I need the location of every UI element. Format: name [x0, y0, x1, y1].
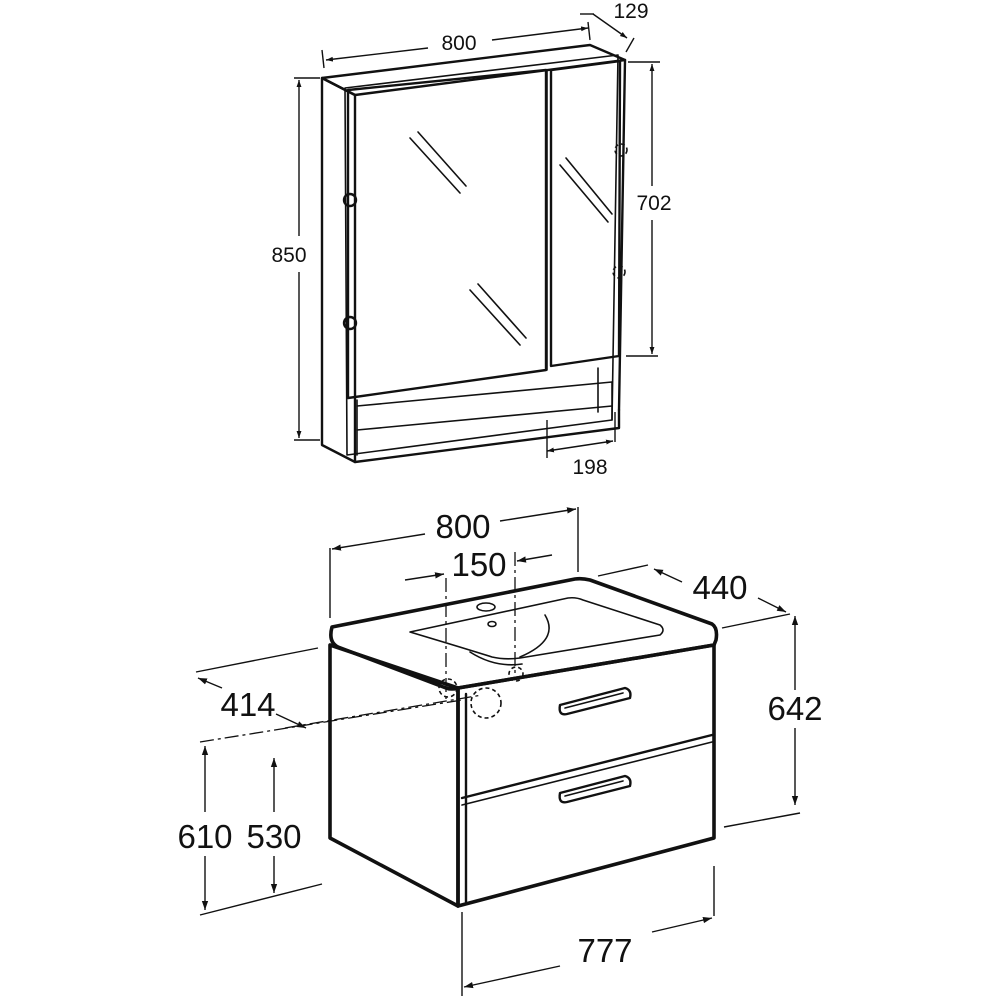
shelf-top-edge: [356, 381, 613, 407]
dim-waste-height: 414: [220, 686, 275, 723]
ext-line: [625, 37, 635, 53]
dim-vanity-depth: 440: [692, 569, 747, 606]
dim-vanity-width: 800: [435, 508, 490, 545]
bowl-inner: [469, 651, 523, 666]
dim-line-cabinet-width: [651, 916, 713, 933]
basin-top: [329, 576, 719, 691]
cabinet-front-frame: [320, 76, 357, 464]
ext-line: [199, 883, 323, 916]
cabinet-front: [456, 643, 716, 908]
vanity-unit-dimensions: 800 150 440 642 414 610 530: [177, 507, 823, 996]
waste-circle-left: [438, 678, 458, 698]
vanity-unit: [199, 552, 719, 908]
mirror-cabinet-dimensions: 800 129 850 702 198: [271, 0, 671, 479]
cabinet-bottom-edge: [353, 408, 621, 464]
drawer-split: [460, 733, 714, 800]
centre-line-mount: [199, 699, 463, 743]
bowl-curve: [519, 614, 550, 658]
mirror-cabinet: [320, 43, 628, 464]
ext-line: [723, 812, 801, 828]
dim-line-waste: [197, 677, 223, 689]
dim-line-shelf: [546, 439, 614, 453]
drawer-handle-bottom: [558, 774, 632, 804]
dim-line-depth: [653, 568, 683, 583]
centre-line-horizontal: [284, 694, 483, 729]
shelf-back-edge: [356, 405, 613, 431]
dim-line-width: [499, 507, 577, 522]
dim-line-tap: [404, 572, 445, 581]
hinge-marks: [342, 143, 628, 331]
dim-line-depth: [592, 13, 628, 39]
basin-bowl: [409, 596, 664, 660]
ext-line: [587, 21, 591, 41]
ext-line: [597, 564, 649, 577]
dim-line-cabinet-width: [463, 965, 561, 989]
dim-cabinet-depth: 129: [613, 0, 648, 23]
dim-cabinet-width: 777: [577, 932, 632, 969]
overflow-hole: [487, 620, 497, 628]
mirror-door-right: [549, 59, 622, 368]
dim-mount-610: 610: [177, 818, 232, 855]
waste-circle-centre: [470, 687, 502, 719]
dim-mount-530: 530: [246, 818, 301, 855]
tap-hole: [476, 602, 496, 612]
dim-line-width: [491, 26, 589, 41]
dim-door-height: 702: [636, 192, 671, 215]
dim-shelf-depth: 198: [572, 456, 607, 479]
ext-line: [321, 49, 325, 69]
dim-tap-offset: 150: [451, 546, 506, 583]
dim-line-waste: [275, 713, 307, 729]
dim-line-tap: [516, 554, 553, 563]
dim-cabinet-height: 850: [271, 244, 306, 267]
dim-cabinet-width: 800: [441, 32, 476, 55]
mirror-reflection-marks: [409, 131, 613, 346]
dim-line-depth: [757, 597, 787, 613]
waste-circle-right: [508, 666, 524, 682]
drawer-split-shadow: [461, 741, 713, 806]
drawer-handle-top: [558, 686, 632, 716]
ext-line: [721, 613, 791, 629]
ext-line: [195, 647, 319, 673]
dim-line-width: [325, 47, 429, 62]
mirror-door-left: [346, 68, 548, 400]
dim-vanity-height: 642: [767, 690, 822, 727]
dim-line-width: [331, 533, 426, 551]
